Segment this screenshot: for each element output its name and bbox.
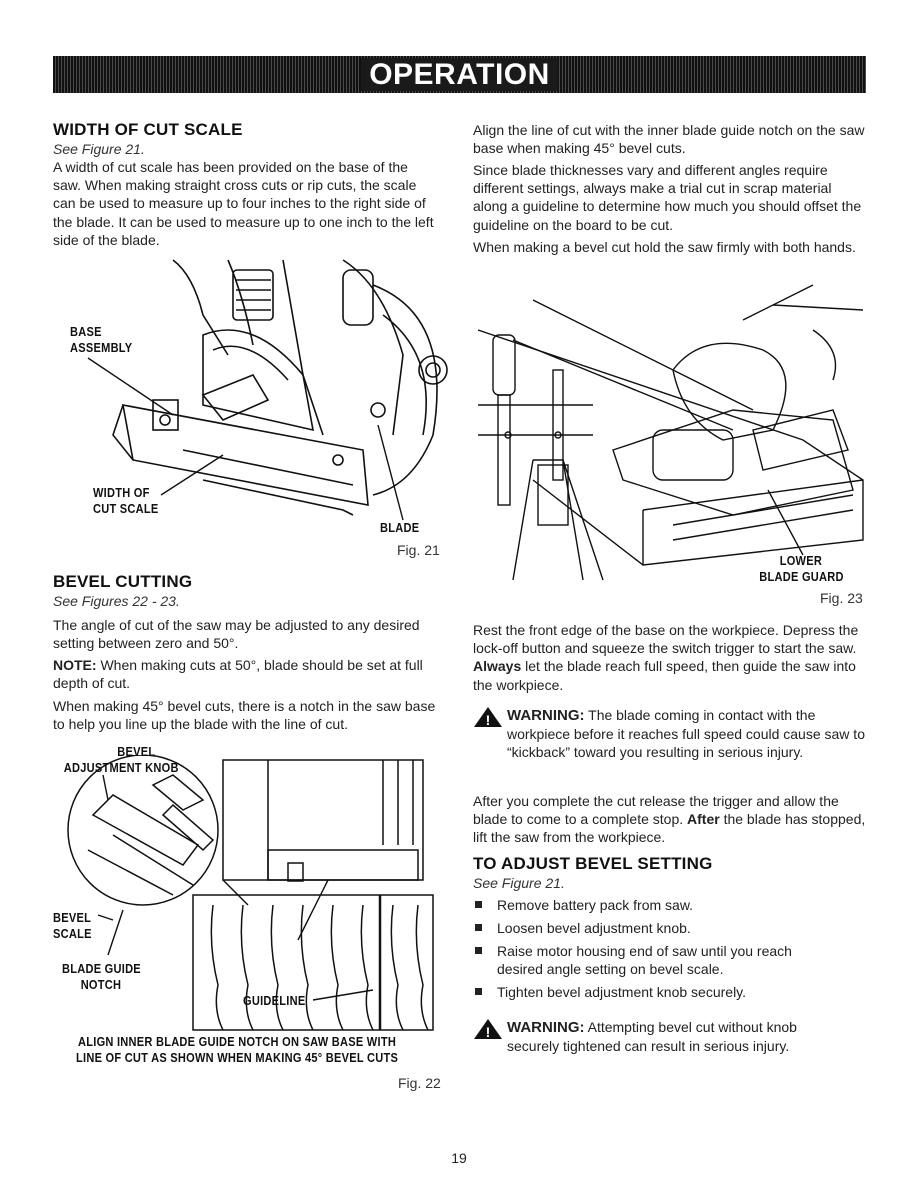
see-figures-22-23: See Figures 22 - 23.: [53, 593, 180, 609]
bevel-cutting-heading: BEVEL CUTTING: [53, 572, 193, 591]
adjust-see-figure: See Figure 21.: [473, 875, 565, 891]
figure-23-illustration: [477, 284, 864, 581]
fig22-caption-line-1: ALIGN INNER BLADE GUIDE NOTCH ON SAW BAS…: [78, 1034, 397, 1049]
adjust-bevel-heading: TO ADJUST BEVEL SETTING: [473, 854, 713, 873]
fig22-caption-line-2: LINE OF CUT AS SHOWN WHEN MAKING 45° BEV…: [76, 1050, 399, 1065]
bevel-angle-text: The angle of cut of the saw may be adjus…: [53, 617, 420, 652]
align-line-text: Align the line of cut with the inner bla…: [473, 122, 865, 157]
width-of-cut-body: A width of cut scale has been provided o…: [53, 159, 434, 248]
warning-triangle-icon: !: [474, 707, 502, 728]
fig22-label-guideline: GUIDELINE: [243, 993, 306, 1008]
fig23-caption: Fig. 23: [820, 590, 863, 606]
hold-saw-text: When making a bevel cut hold the saw fir…: [473, 239, 856, 255]
bevel-note: NOTE: When making cuts at 50°, blade sho…: [53, 657, 423, 692]
svg-text:!: !: [486, 712, 491, 728]
rest-front-edge-text: Rest the front edge of the base on the w…: [473, 622, 859, 693]
fig21-caption: Fig. 21: [397, 542, 440, 558]
after-cut-text: After you complete the cut release the t…: [473, 793, 866, 846]
blade-thickness-text: Since blade thicknesses vary and differe…: [473, 162, 862, 233]
warning-triangle-icon: !: [474, 1019, 502, 1040]
section-title: OPERATION: [53, 56, 866, 93]
see-figure-21: See Figure 21.: [53, 141, 145, 157]
page-number: 19: [451, 1150, 467, 1166]
width-of-cut-heading: WIDTH OF CUT SCALE: [53, 120, 243, 139]
figure-21-illustration: [87, 259, 448, 521]
svg-text:!: !: [486, 1024, 491, 1040]
bevel-notch-text: When making 45° bevel cuts, there is a n…: [53, 698, 436, 733]
figure-22-illustration: [67, 755, 434, 1031]
section-banner: OPERATION: [53, 56, 866, 93]
fig22-caption: Fig. 22: [398, 1075, 441, 1091]
fig21-label-blade: BLADE: [380, 520, 420, 535]
